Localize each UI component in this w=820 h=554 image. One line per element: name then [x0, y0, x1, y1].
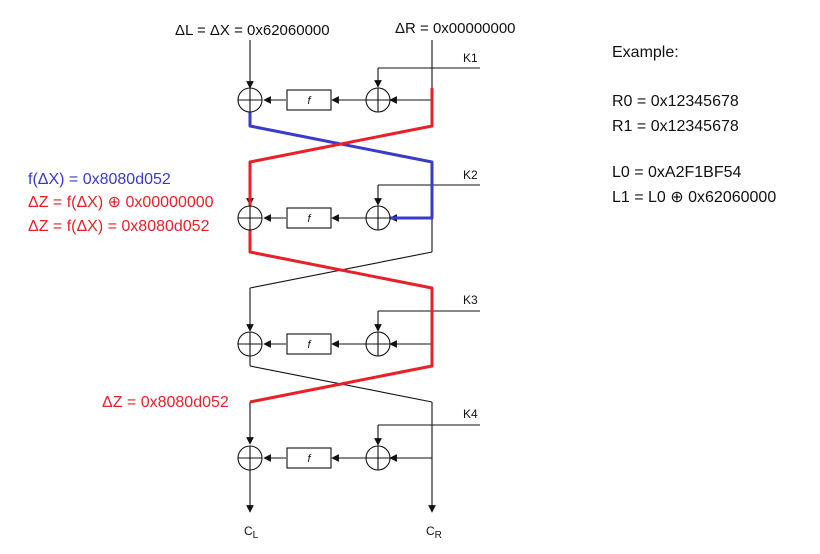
key-label-k1: K1: [463, 51, 478, 65]
xor-icon: [237, 445, 263, 471]
output-cl: CL: [244, 524, 259, 541]
example-line-l1: L1 = L0 ⊕ 0x62060000: [612, 189, 776, 206]
f-box: [286, 89, 332, 111]
output-cr: CR: [426, 524, 442, 541]
f-dx-annotation: f(ΔX) = 0x8080d052: [28, 171, 171, 188]
delta-l-label: ΔL = ΔX = 0x62060000: [175, 22, 330, 39]
xor-icon: [237, 331, 263, 357]
delta-r-label: ΔR = 0x00000000: [395, 20, 516, 37]
xor-nodes: [237, 87, 391, 471]
example-panel: Example: R0 = 0x12345678 R1 = 0x12345678…: [612, 44, 776, 206]
f-label: f: [307, 213, 311, 225]
key-label-k2: K2: [463, 168, 478, 182]
f-box: [286, 447, 332, 469]
dz-round3-annotation: ΔZ = 0x8080d052: [102, 394, 229, 411]
xor-icon: [365, 87, 391, 113]
xor-icon: [365, 205, 391, 231]
dz-xor-value: 0x00000000: [125, 194, 213, 211]
xor-icon: [237, 87, 263, 113]
example-line-l0: L0 = 0xA2F1BF54: [612, 164, 742, 181]
f-label: f: [307, 339, 311, 351]
blue-path: [248, 112, 434, 220]
f-box: [286, 333, 332, 355]
f-label: f: [307, 95, 311, 107]
xor-icon: [365, 331, 391, 357]
example-line-r1: R1 = 0x12345678: [612, 118, 739, 135]
xor-icon: [237, 205, 263, 231]
dz-eq-annotation: ΔZ = f(ΔX) = 0x8080d052: [28, 218, 210, 235]
f-boxes: f f f f: [286, 89, 332, 469]
xor-icon: [365, 445, 391, 471]
dz-xor-annotation: ΔZ = f(ΔX) ⊕ 0x00000000: [28, 194, 214, 211]
example-line-r0: R0 = 0x12345678: [612, 93, 739, 110]
f-box: [286, 207, 332, 229]
key-label-k4: K4: [463, 407, 478, 421]
example-title: Example:: [612, 44, 679, 61]
dz-xor-prefix: ΔZ = f(ΔX) ⊕: [28, 194, 125, 211]
f-label: f: [307, 453, 311, 465]
red-path: [248, 88, 434, 404]
key-label-k3: K3: [463, 293, 478, 307]
